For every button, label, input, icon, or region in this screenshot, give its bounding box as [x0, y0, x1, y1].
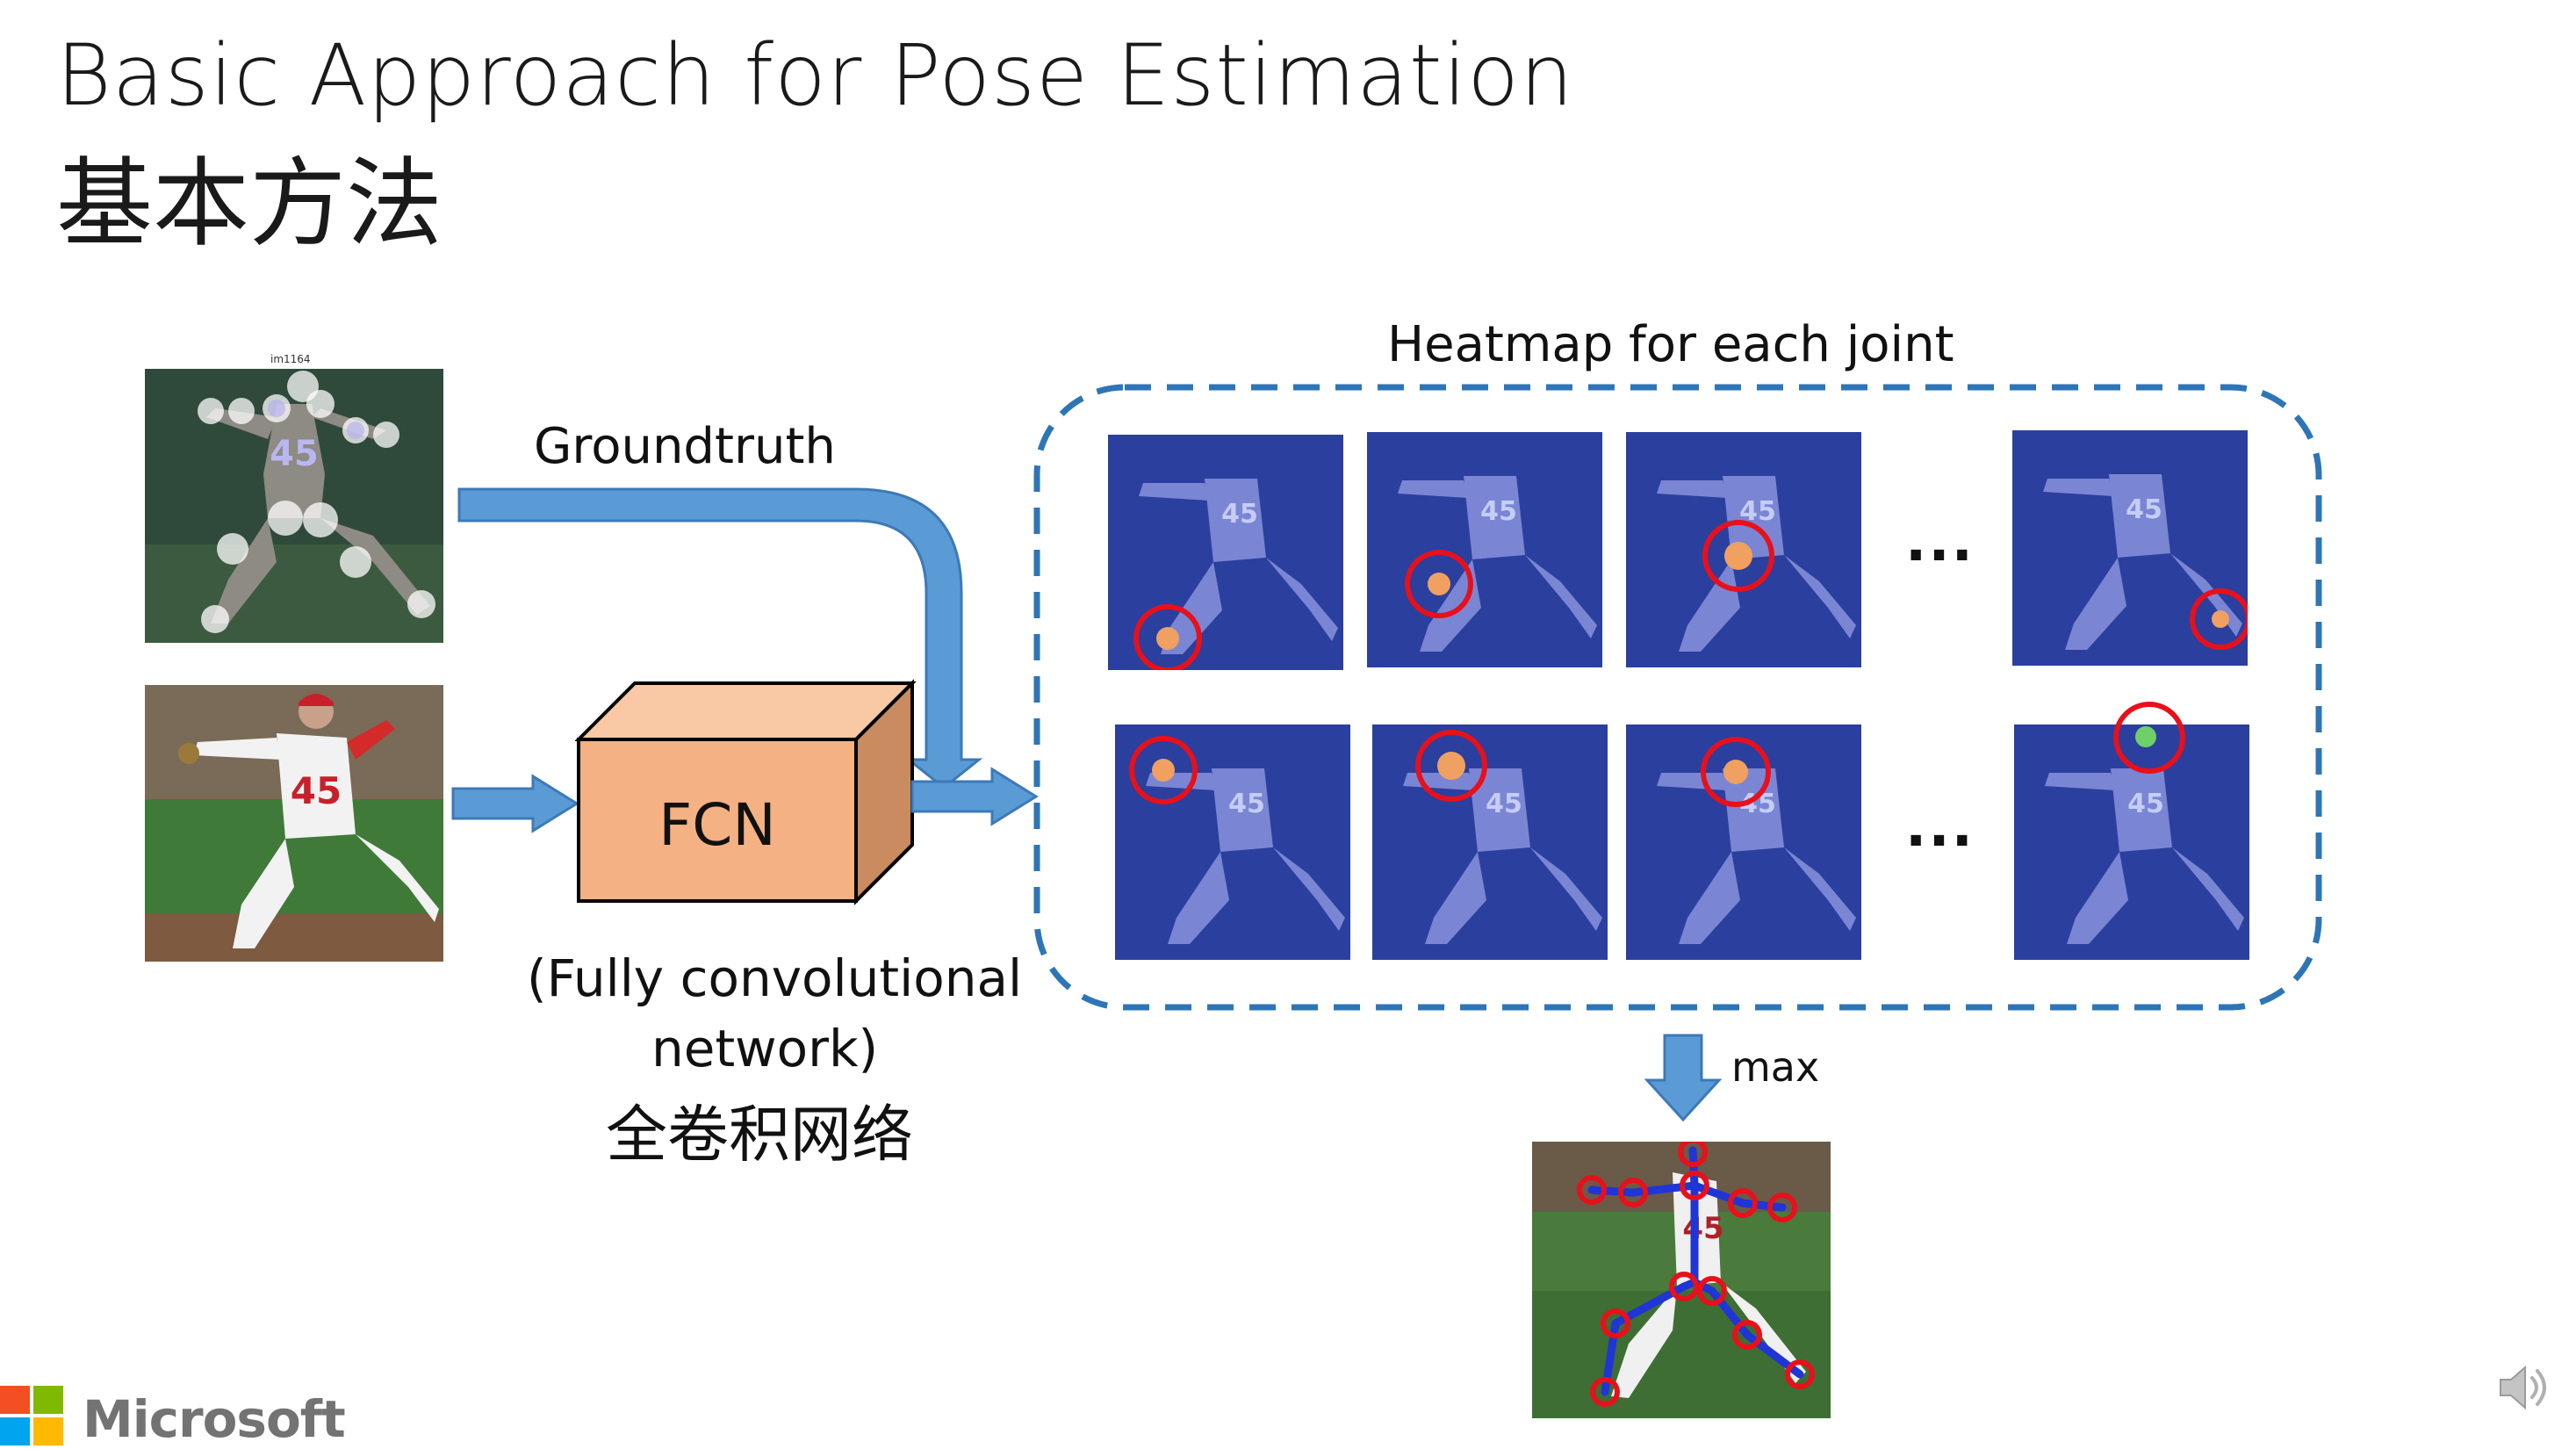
jersey-number-tile: 45 [1228, 789, 1265, 819]
jersey-number-input: 45 [291, 769, 342, 812]
ellipsis-top: ... [1905, 509, 1975, 574]
jersey-number-gt: 45 [270, 434, 319, 474]
gt-image-caption: im1164 [270, 353, 311, 365]
heatmap-tile: 45 [2012, 430, 2248, 666]
jersey-number-tile: 45 [1221, 499, 1258, 530]
heatmap-tile: 45 [1367, 432, 1602, 667]
pose-result-image: 45 [1532, 1142, 1831, 1418]
jersey-number-tile: 45 [2127, 789, 2164, 819]
fcn-to-heatmap-arrow [910, 767, 1039, 826]
microsoft-logo-icon [0, 1386, 63, 1445]
jersey-number-tile: 45 [1480, 496, 1517, 527]
heatmap-tile: 45 [2014, 724, 2249, 960]
heatmap-tile: 45 [1626, 432, 1861, 667]
heatmap-tile: 45 [1108, 435, 1343, 670]
top-joint-marker [2113, 702, 2185, 774]
microsoft-wordmark: Microsoft [83, 1389, 346, 1449]
groundtruth-label: Groundtruth [534, 418, 836, 475]
microsoft-logo: Microsoft [0, 1386, 346, 1449]
input-to-fcn-arrow [451, 774, 579, 833]
ellipsis-bottom: ... [1905, 795, 1975, 860]
heatmap-tile: 45 [1372, 724, 1608, 960]
jersey-number-result: 45 [1682, 1211, 1723, 1246]
fcn-label: FCN [658, 791, 775, 859]
fcn-description-line1: (Fully convolutional [527, 948, 1023, 1008]
jersey-number-tile: 45 [2126, 494, 2162, 525]
fcn-description-zh: 全卷积网络 [606, 1099, 913, 1171]
fcn-description-line2: network) [651, 1019, 879, 1078]
heatmap-tile: 45 [1115, 724, 1350, 960]
slide-title-zh: 基本方法 [56, 148, 443, 260]
jersey-number-tile: 45 [1486, 789, 1522, 819]
input-image: 45 [145, 685, 443, 962]
heatmap-group-border [1033, 384, 2322, 1011]
heatmap-title: Heatmap for each joint [1387, 316, 1954, 373]
speaker-icon[interactable] [2495, 1357, 2557, 1418]
heatmap-tile: 45 [1626, 724, 1861, 960]
max-label: max [1731, 1043, 1820, 1091]
fcn-box: FCN [575, 679, 917, 905]
groundtruth-arrow [457, 487, 983, 789]
slide-title-en: Basic Approach for Pose Estimation [56, 26, 1574, 125]
groundtruth-image: 45 [145, 369, 443, 643]
max-arrow [1644, 1034, 1723, 1122]
